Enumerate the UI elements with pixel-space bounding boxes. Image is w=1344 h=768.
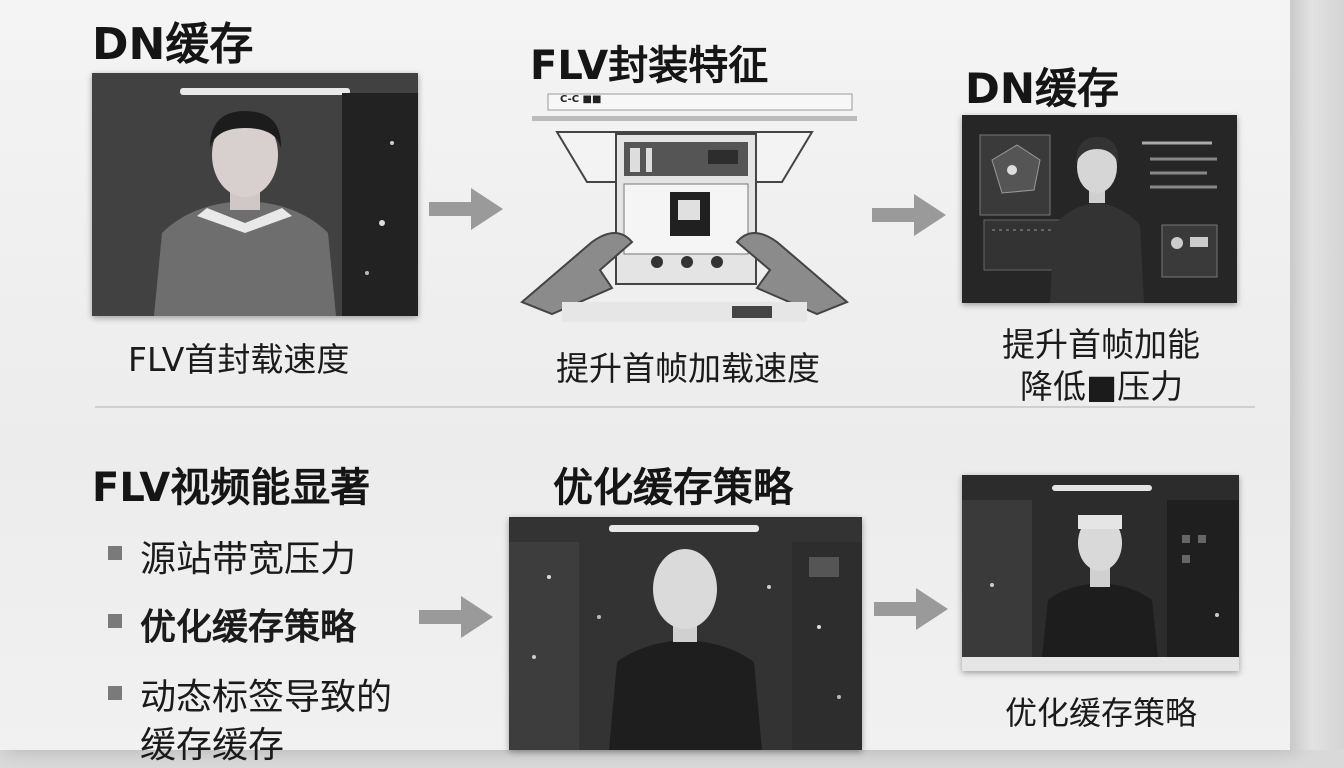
- row1-col1-caption: FLV首封载速度: [128, 340, 350, 379]
- bullet-icon: [108, 614, 122, 628]
- row2-col1-title: FLV视频能显著: [92, 465, 371, 511]
- row1-col3-title: DN缓存: [965, 64, 1120, 113]
- arrow-right-icon: [868, 188, 950, 242]
- arrow-right-icon: [415, 590, 497, 644]
- row1-col2-caption: 提升首帧加载速度: [556, 349, 820, 388]
- bullet-icon: [108, 686, 122, 700]
- section-divider: [95, 406, 1255, 408]
- dashboard-presenter-image: [962, 115, 1237, 303]
- bullet-item: 动态标签导致的: [140, 677, 393, 718]
- row1-col3-caption-line2: 降低■压力: [1020, 367, 1184, 406]
- device-screen-text: C-C ■■: [560, 94, 602, 105]
- bullet-item: 优化缓存策略: [140, 607, 357, 648]
- arrow-right-icon: [870, 582, 952, 636]
- bullet-item-continuation: 缓存缓存: [140, 725, 285, 766]
- page-edge: [1290, 0, 1344, 750]
- hands-device-illustration: [512, 92, 857, 327]
- row1-col2-title: FLV封装特征: [530, 43, 769, 89]
- row1-col3-caption-line1: 提升首帧加能: [1002, 325, 1200, 364]
- presenter-image-3: [962, 475, 1239, 671]
- bullet-item: 源站带宽压力: [140, 539, 357, 580]
- row2-col3-caption: 优化缓存策略: [1005, 694, 1198, 732]
- row1-col1-title: DN缓存: [92, 19, 254, 70]
- arrow-right-icon: [425, 182, 507, 236]
- bullet-icon: [108, 546, 122, 560]
- presenter-image-2: [509, 517, 862, 750]
- row2-col2-title: 优化缓存策略: [553, 465, 793, 511]
- presenter-image-1: [92, 73, 418, 316]
